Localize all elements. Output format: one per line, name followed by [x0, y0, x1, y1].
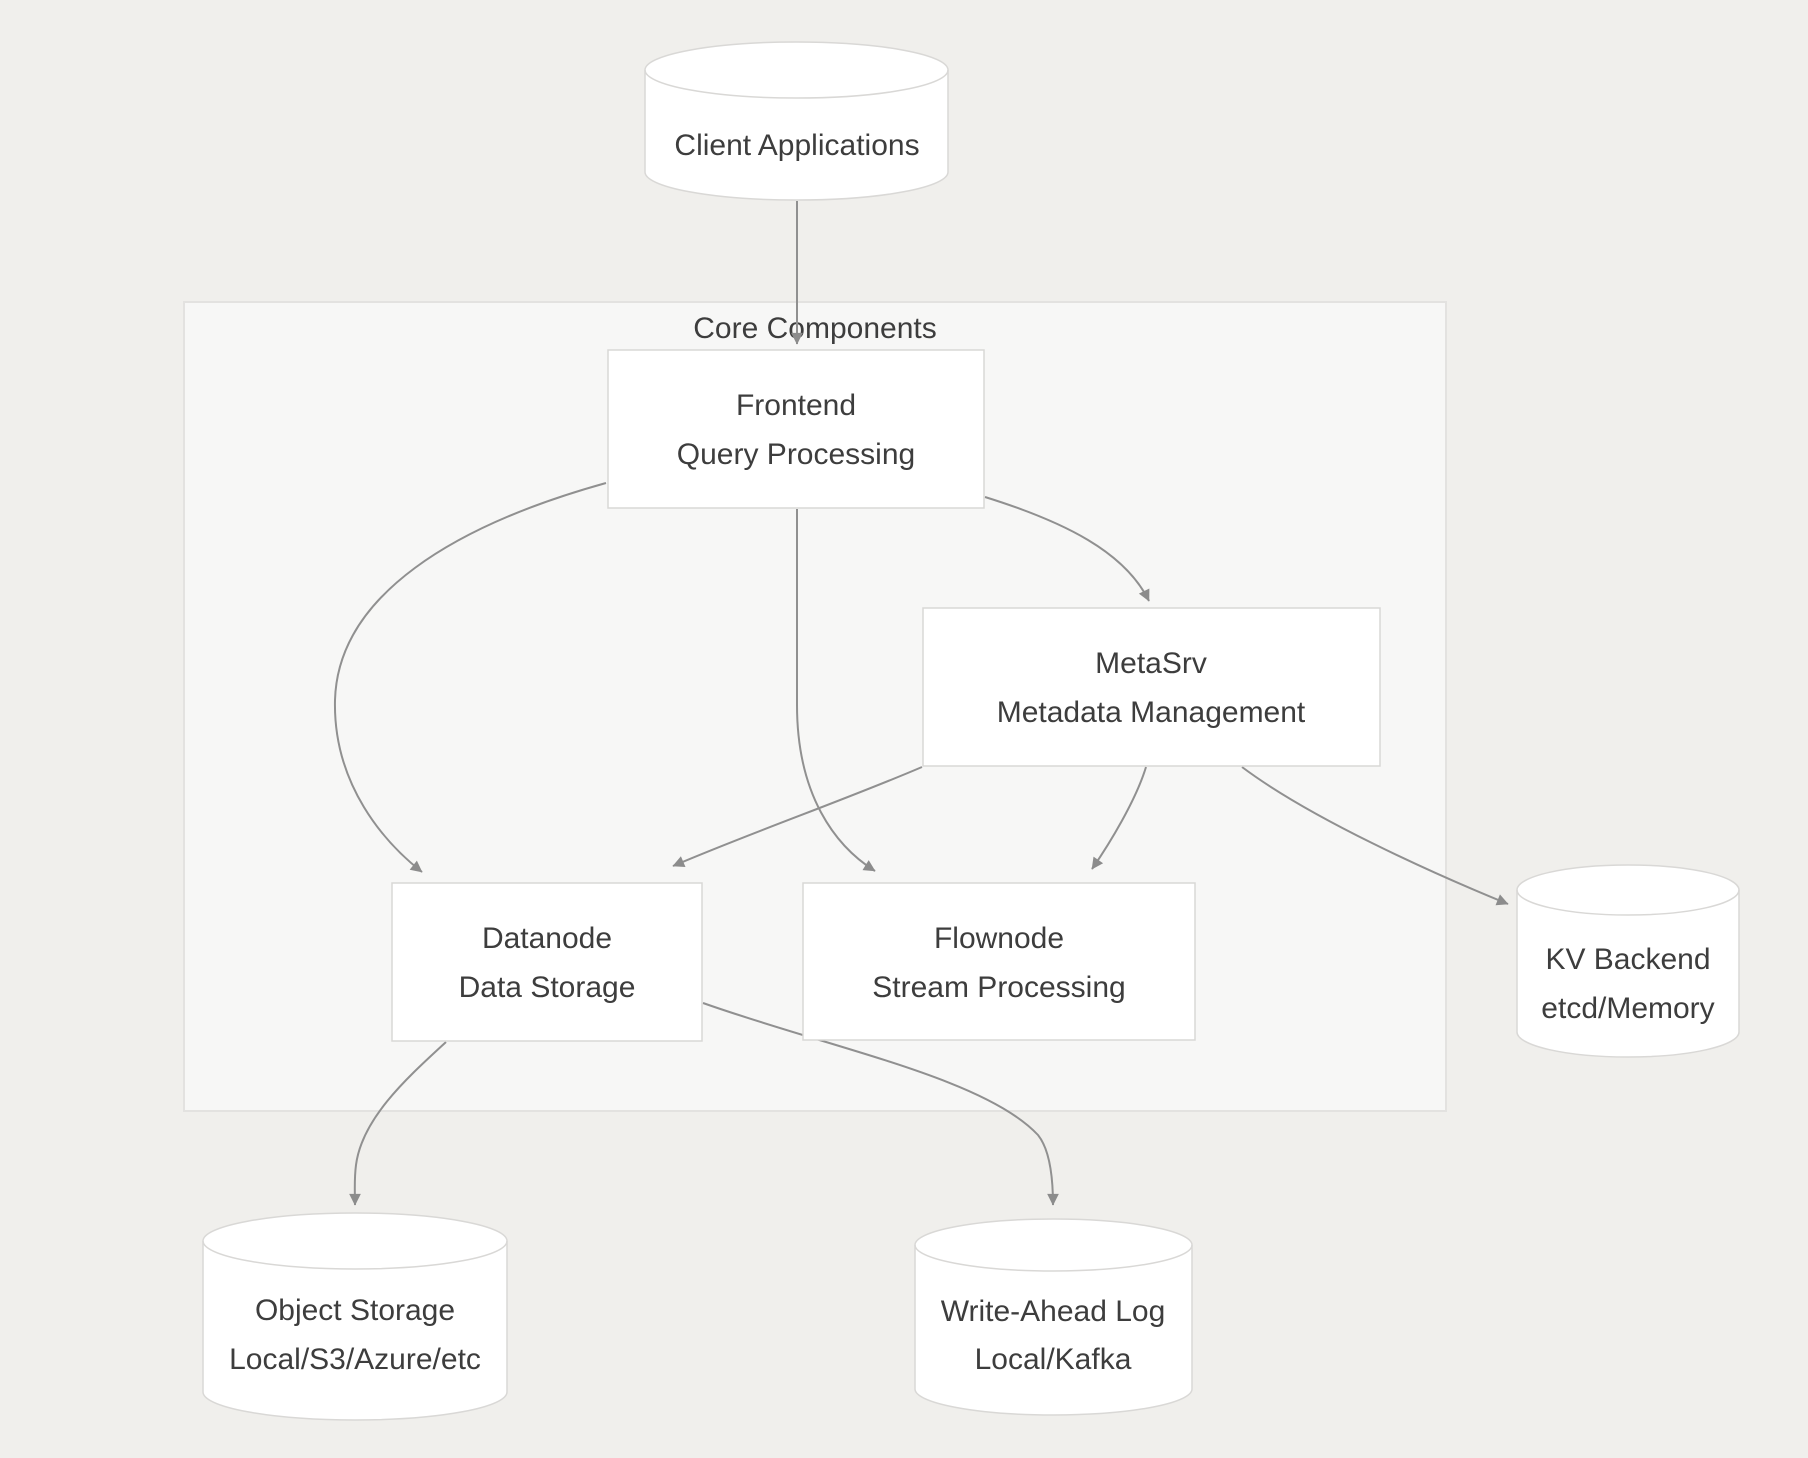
- node-kv-backend: KV Backend etcd/Memory: [1516, 864, 1740, 1058]
- node-flownode: Flownode Stream Processing: [802, 882, 1196, 1041]
- datanode-box: [391, 882, 703, 1042]
- metasrv-box: [922, 607, 1381, 767]
- kv-cylinder-rim: [1516, 889, 1740, 916]
- node-datanode: Datanode Data Storage: [391, 882, 703, 1042]
- datanode-sublabel: Data Storage: [459, 971, 636, 1004]
- edge-datanode-wal: [702, 1002, 1059, 1206]
- node-client-applications: Client Applications: [644, 41, 949, 201]
- flownode-label: Flownode: [934, 922, 1064, 955]
- wal-cylinder-rim: [914, 1244, 1193, 1272]
- metasrv-sublabel: Metadata Management: [997, 696, 1306, 729]
- client-cylinder-shape: [644, 41, 949, 201]
- object-storage-sublabel: Local/S3/Azure/etc: [229, 1343, 481, 1376]
- edge-frontend-datanode: [333, 482, 607, 873]
- frontend-sublabel: Query Processing: [677, 438, 915, 471]
- kv-backend-sublabel: etcd/Memory: [1541, 992, 1714, 1025]
- node-write-ahead-log: Write-Ahead Log Local/Kafka: [914, 1218, 1193, 1416]
- object-storage-cylinder-rim: [202, 1240, 508, 1270]
- edge-metasrv-datanode: [672, 766, 923, 868]
- node-metasrv: MetaSrv Metadata Management: [922, 607, 1381, 767]
- edge-datanode-objectstorage: [349, 1041, 447, 1206]
- edge-frontend-flownode: [796, 509, 876, 872]
- kv-cylinder-shape: [1516, 864, 1740, 1058]
- kv-backend-label: KV Backend: [1545, 943, 1710, 976]
- flownode-box: [802, 882, 1196, 1041]
- client-label: Client Applications: [674, 129, 919, 162]
- edge-layer: [333, 201, 1509, 1206]
- wal-label: Write-Ahead Log: [941, 1295, 1166, 1328]
- flownode-sublabel: Stream Processing: [872, 971, 1125, 1004]
- wal-sublabel: Local/Kafka: [975, 1343, 1132, 1376]
- datanode-label: Datanode: [482, 922, 612, 955]
- node-frontend: Frontend Query Processing: [607, 349, 985, 509]
- edge-metasrv-flownode: [1091, 766, 1147, 870]
- frontend-box: [607, 349, 985, 509]
- core-components-label: Core Components: [693, 312, 936, 345]
- node-object-storage: Object Storage Local/S3/Azure/etc: [202, 1212, 508, 1421]
- edge-frontend-metasrv: [984, 496, 1150, 602]
- edge-metasrv-kvbackend: [1241, 766, 1509, 906]
- object-storage-label: Object Storage: [255, 1294, 455, 1327]
- client-cylinder-rim: [644, 69, 949, 99]
- metasrv-label: MetaSrv: [1095, 647, 1207, 680]
- frontend-label: Frontend: [736, 389, 856, 422]
